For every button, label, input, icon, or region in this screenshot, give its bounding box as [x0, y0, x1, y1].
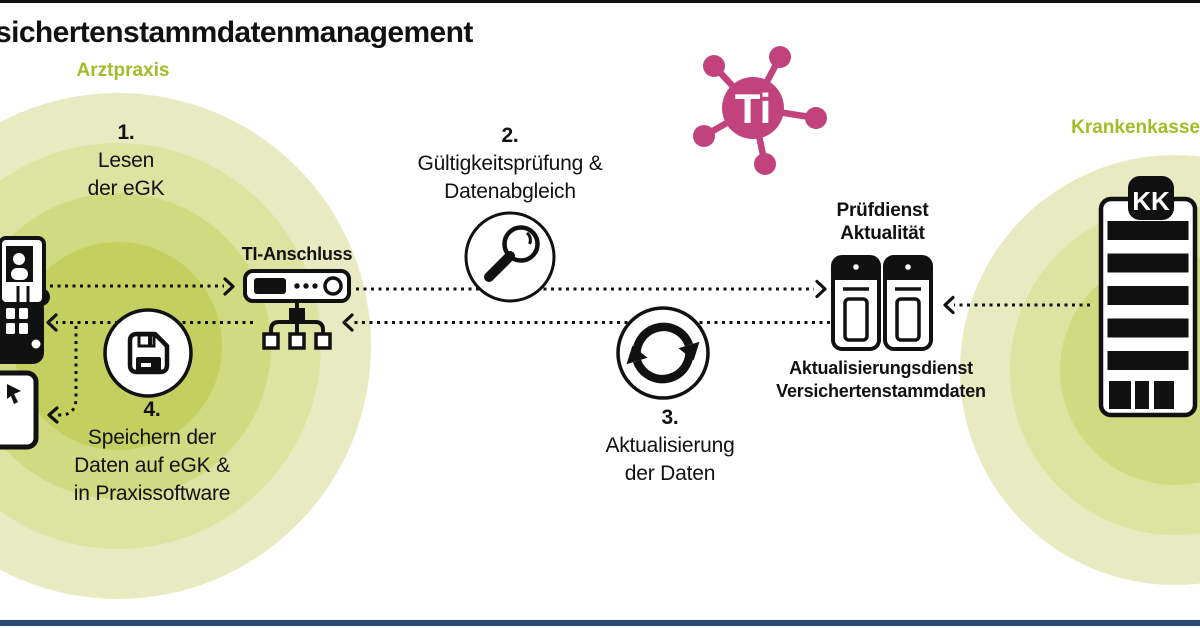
network-splitter-icon — [262, 301, 332, 350]
arrowhead-left-at-reader — [46, 313, 58, 332]
arrowhead-left-at-services-from-insurer — [943, 295, 955, 315]
step-1-line-1: Lesen — [97, 149, 155, 172]
ti-logo-label: Ti — [735, 85, 772, 132]
insurer-badge — [1128, 176, 1174, 220]
step-2-line-2: Datenabgleich — [444, 180, 576, 203]
footer-bar — [0, 620, 1200, 626]
step-1-read-egk: 1. Lesen der eGK — [36, 119, 216, 203]
cursor-icon — [7, 384, 21, 404]
magnifier-icon — [464, 211, 556, 303]
arrowhead-left-at-software — [47, 406, 59, 424]
flow-branch-to-software — [58, 326, 78, 417]
update-service-label: Aktualisierungsdienst Versichertenstammd… — [772, 357, 990, 403]
insurer-building-icon: KK — [1098, 176, 1198, 418]
update-service-line-1: Aktualisierungsdienst — [789, 358, 973, 378]
step-1-line-2: der eGK — [87, 177, 165, 200]
ti-connector-icon — [243, 269, 351, 303]
arrowhead-right-at-connector — [223, 277, 235, 296]
page-title: sichertenstammdatenmanagement — [0, 16, 473, 49]
step-2-number: 2. — [501, 124, 519, 147]
arrowhead-right-at-services — [815, 279, 827, 299]
step-3-update-data: 3. Aktualisierung der Daten — [570, 404, 770, 488]
zone-label-krankenkasse: Krankenkasse — [1071, 117, 1200, 138]
card-reader-icon — [0, 236, 50, 364]
server-tower-icon-1 — [831, 255, 881, 351]
check-service-line-2: Aktualität — [840, 223, 925, 244]
insurer-badge-label: KK — [1132, 186, 1170, 216]
step-1-number: 1. — [117, 121, 135, 144]
ti-connector-label: TI-Anschluss — [241, 244, 353, 264]
server-tower-icon-2 — [883, 255, 933, 351]
ti-network-icon: Ti — [693, 46, 827, 175]
step-3-line-1: Aktualisierung — [605, 434, 735, 457]
step-3-line-2: der Daten — [624, 462, 716, 485]
step-3-number: 3. — [661, 406, 679, 429]
step-2-line-1: Gültigkeitsprüfung & — [417, 152, 603, 175]
check-service-label: Prüfdienst Aktualität — [800, 199, 965, 245]
arrowhead-left-at-connector-return — [342, 313, 354, 332]
practice-software-icon — [0, 370, 39, 450]
step-2-validity-check: 2. Gültigkeitsprüfung & Datenabgleich — [395, 122, 625, 206]
top-border-line — [0, 0, 1200, 3]
update-service-line-2: Versichertenstammdaten — [776, 381, 986, 401]
step-4-line-2: Daten auf eGK & — [74, 454, 230, 477]
zone-label-arztpraxis: Arztpraxis — [76, 60, 170, 81]
sync-icon — [616, 306, 710, 400]
step-4-save-data: 4. Speichern der Daten auf eGK & in Prax… — [52, 396, 252, 508]
step-4-number: 4. — [143, 398, 161, 421]
step-4-line-3: in Praxissoftware — [73, 482, 231, 505]
step-4-line-1: Speichern der — [87, 426, 217, 449]
save-icon — [103, 308, 193, 398]
check-service-line-1: Prüfdienst — [836, 200, 929, 221]
